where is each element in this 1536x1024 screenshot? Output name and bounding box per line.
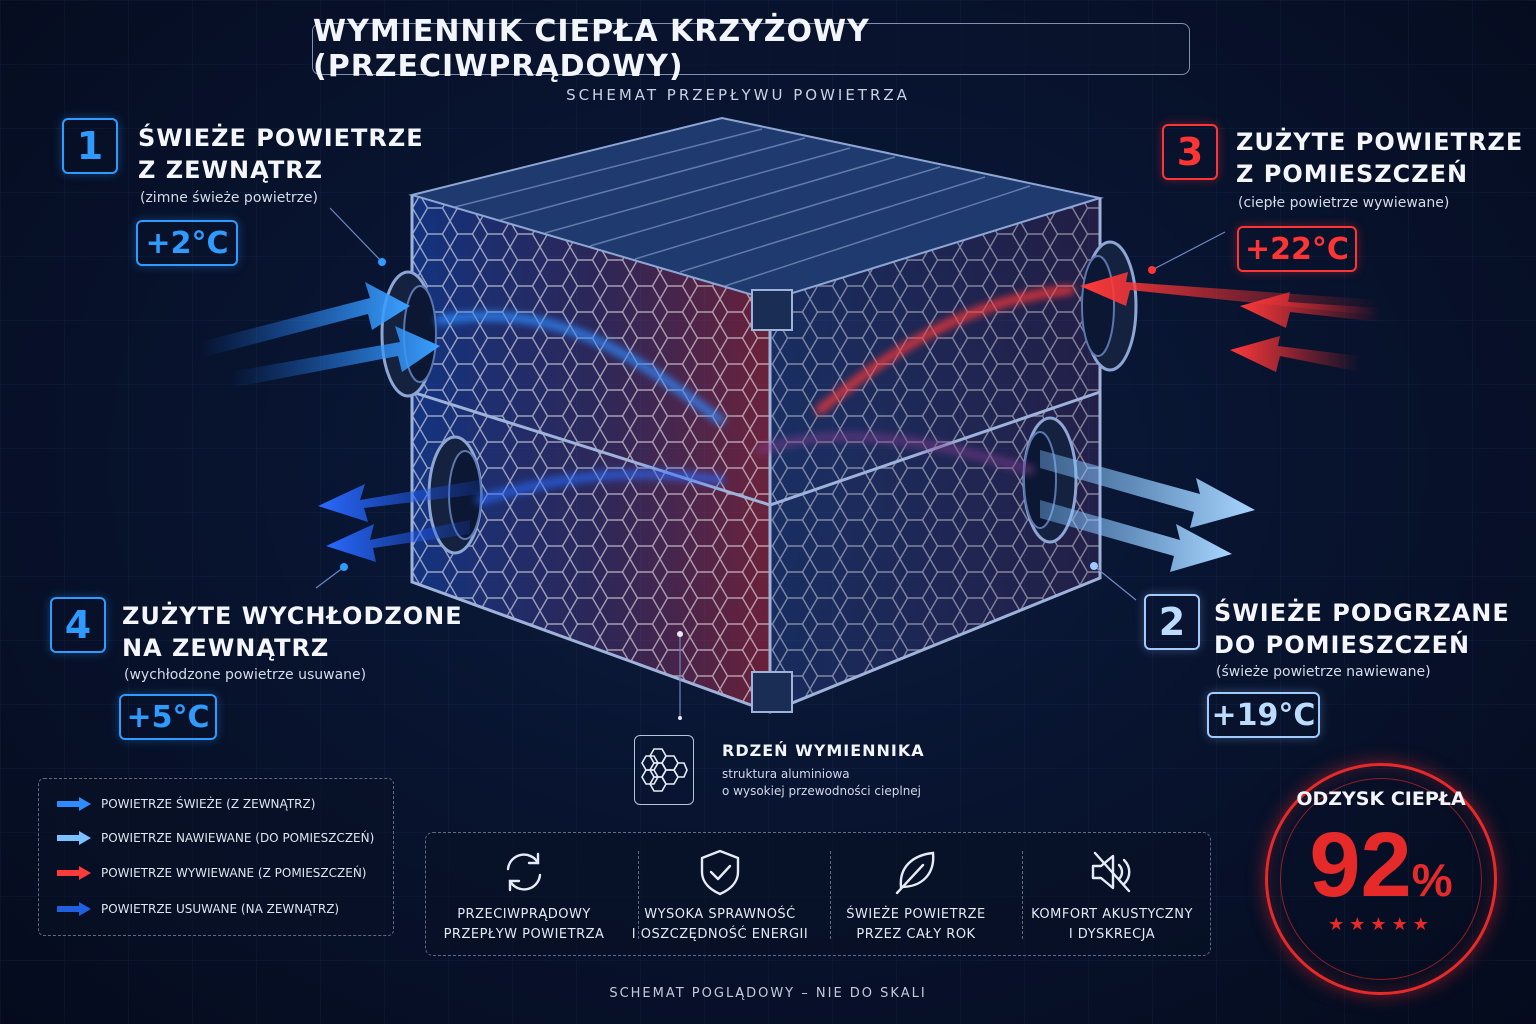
- footer-note: SCHEMAT POGLĄDOWY – NIE DO SKALI: [609, 986, 927, 1001]
- port-inlet-extract: [1081, 240, 1138, 372]
- step-2-heading-line2: DO POMIESZCZEŃ: [1214, 631, 1471, 659]
- step-4-description: (wychłodzone powietrze usuwane): [124, 667, 367, 683]
- step-4-heading-line1: ZUŻYTE WYCHŁODZONE: [122, 602, 463, 630]
- arrow-right-icon: [57, 797, 91, 811]
- badge-stars: ★★★★★: [1328, 914, 1434, 935]
- feature-label-line2: PRZEPŁYW POWIETRZA: [443, 927, 605, 942]
- legend-label: POWIETRZE NAWIEWANE (DO POMIESZCZEŃ): [101, 831, 375, 845]
- step-4-number: 4: [50, 597, 106, 653]
- title-box: WYMIENNIK CIEPŁA KRZYŻOWY (PRZECIWPRĄDOW…: [312, 14, 1190, 84]
- arrow-right-icon: [57, 902, 91, 916]
- step-1-temperature: +2°C: [136, 220, 238, 266]
- step-1-heading-line2: Z ZEWNĄTRZ: [138, 156, 324, 184]
- features-panel: PRZECIWPRĄDOWY PRZEPŁYW POWIETRZA WYSOKA…: [425, 832, 1211, 956]
- badge-number: 92: [1309, 814, 1412, 916]
- legend-item: POWIETRZE NAWIEWANE (DO POMIESZCZEŃ): [57, 831, 374, 845]
- box-right-hex: [770, 198, 1100, 712]
- core-description-line1: struktura aluminiowa: [722, 767, 850, 781]
- feature-item: ŚWIEŻE POWIETRZE PRZEZ CAŁY ROK: [818, 833, 1014, 957]
- heat-recovery-badge: ODZYSK CIEPŁA 92% ★★★★★: [1265, 763, 1497, 995]
- arrows-extract-in: [1080, 272, 1380, 372]
- step-3-heading-line1: ZUŻYTE POWIETRZE: [1236, 128, 1524, 156]
- step-2-heading-line1: ŚWIEŻE PODGRZANE: [1214, 599, 1510, 627]
- legend-item: POWIETRZE USUWANE (NA ZEWNĄTRZ): [57, 902, 339, 916]
- step-4-heading-line2: NA ZEWNĄTRZ: [122, 634, 330, 662]
- feature-label-line2: I OSZCZĘDNOŚĆ ENERGII: [631, 927, 809, 942]
- core-title: RDZEŃ WYMIENNIKA: [722, 741, 925, 760]
- feature-label-line1: KOMFORT AKUSTYCZNY: [1031, 907, 1193, 922]
- step-2-number: 2: [1144, 594, 1200, 650]
- leaf-icon: [895, 851, 935, 895]
- feature-divider: [1022, 851, 1023, 939]
- step-3-heading-line2: Z POMIESZCZEŃ: [1236, 160, 1469, 188]
- step-2-description: (świeże powietrze nawiewane): [1216, 664, 1431, 680]
- badge-unit: %: [1411, 854, 1453, 906]
- step-4-temperature: +5°C: [119, 694, 217, 740]
- step-1-heading-line1: ŚWIEŻE POWIETRZE: [138, 124, 424, 152]
- arrows-fresh-in: [200, 282, 440, 388]
- corner-cap-top: [751, 289, 793, 331]
- feature-item: WYSOKA SPRAWNOŚĆ I OSZCZĘDNOŚĆ ENERGII: [622, 833, 818, 957]
- speaker-mute-icon: [1091, 851, 1131, 893]
- arrows-supply-out: [1040, 450, 1255, 572]
- inner-flow: [435, 285, 1075, 505]
- core-icon-box: [634, 735, 694, 805]
- step-3-number: 3: [1162, 124, 1218, 180]
- feature-item: PRZECIWPRĄDOWY PRZEPŁYW POWIETRZA: [426, 833, 622, 957]
- box-front-hex: [412, 195, 770, 712]
- legend-item: POWIETRZE WYWIEWANE (Z POMIESZCZEŃ): [57, 866, 366, 880]
- badge-title: ODZYSK CIEPŁA: [1296, 788, 1466, 810]
- page-title: WYMIENNIK CIEPŁA KRZYŻOWY (PRZECIWPRĄDOW…: [313, 14, 870, 84]
- corner-cap-bottom: [751, 671, 793, 713]
- step-1-number: 1: [62, 118, 118, 174]
- legend-item: POWIETRZE ŚWIEŻE (Z ZEWNĄTRZ): [57, 797, 315, 811]
- arrow-right-icon: [57, 866, 91, 880]
- feature-label-line2: PRZEZ CAŁY ROK: [856, 927, 976, 942]
- badge-value: 92%: [1268, 810, 1494, 935]
- refresh-arrows-icon: [506, 852, 542, 892]
- shield-check-icon: [700, 849, 740, 896]
- core-description-line2: o wysokiej przewodności cieplnej: [722, 784, 922, 798]
- leader-lines: [315, 207, 1226, 718]
- legend-label: POWIETRZE USUWANE (NA ZEWNĄTRZ): [101, 902, 340, 916]
- legend-label: POWIETRZE ŚWIEŻE (Z ZEWNĄTRZ): [101, 797, 316, 811]
- feature-label-line1: PRZECIWPRĄDOWY: [457, 907, 591, 922]
- page-subtitle: SCHEMAT PRZEPŁYWU POWIETRZA: [566, 86, 910, 104]
- leader-dots: [340, 258, 1156, 720]
- feature-label-line1: ŚWIEŻE POWIETRZE: [846, 907, 986, 922]
- badge-inner-ring: [1280, 778, 1482, 980]
- feature-divider: [638, 851, 639, 939]
- legend-label: POWIETRZE WYWIEWANE (Z POMIESZCZEŃ): [101, 866, 367, 880]
- legend: POWIETRZE ŚWIEŻE (Z ZEWNĄTRZ) POWIETRZE …: [38, 778, 394, 936]
- feature-label-line2: I DYSKRECJA: [1068, 927, 1156, 942]
- feature-item: KOMFORT AKUSTYCZNY I DYSKRECJA: [1014, 833, 1210, 957]
- step-3-temperature: +22°C: [1237, 226, 1357, 272]
- feature-divider: [830, 851, 831, 939]
- top-ribs: [454, 128, 1031, 287]
- step-2-temperature: +19°C: [1207, 692, 1320, 738]
- step-1-description: (zimne świeże powietrze): [140, 190, 319, 206]
- step-3-description: (ciepłe powietrze wywiewane): [1238, 195, 1450, 211]
- arrows-exhaust-out: [318, 480, 480, 562]
- honeycomb-icon: [641, 748, 688, 792]
- arrow-right-icon: [57, 831, 91, 845]
- feature-label-line1: WYSOKA SPRAWNOŚĆ: [644, 907, 796, 922]
